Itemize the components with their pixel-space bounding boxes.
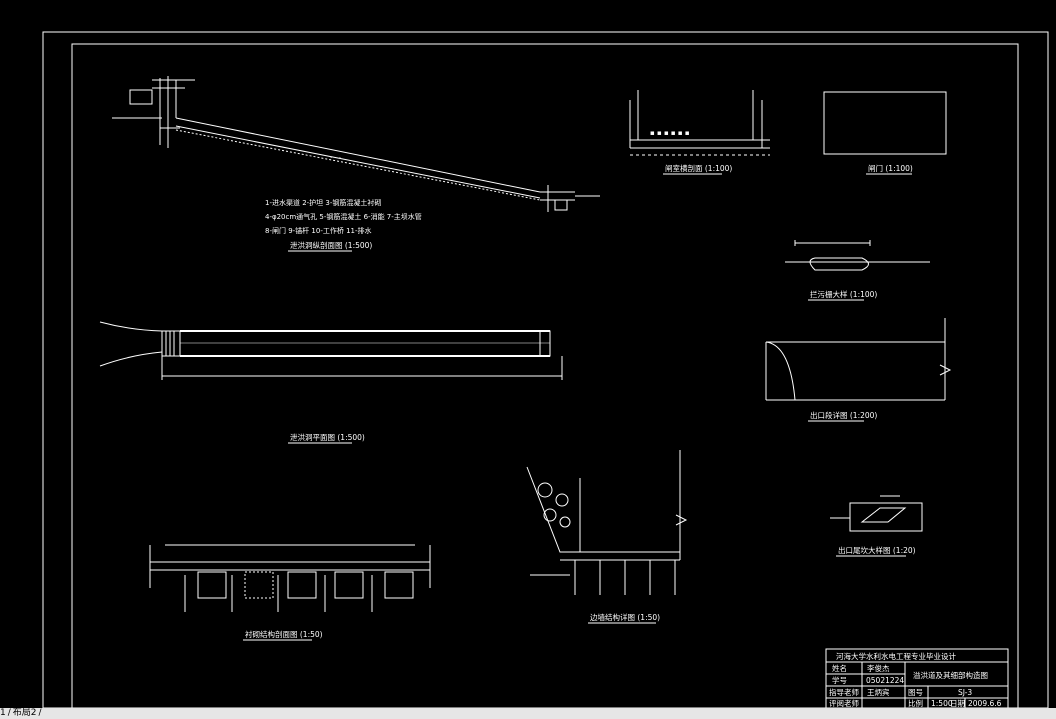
tb-name-value: 李俊杰	[867, 663, 890, 673]
svg-text:▪ ▪ ▪ ▪ ▪ ▪: ▪ ▪ ▪ ▪ ▪ ▪	[650, 129, 690, 137]
legend-line-3: 8-闸门 9-锚杆 10-工作桥 11-排水	[265, 226, 372, 235]
caption-section-b: 拦污栅大样 (1:100)	[810, 289, 877, 299]
caption-outlet: 出口段详图 (1:200)	[810, 410, 877, 420]
legend-line-2: 4-φ20cm通气孔 5-钢筋混凝土 6-消能 7-主坝水管	[265, 212, 422, 221]
gate-drawing	[823, 91, 947, 155]
tb-date-value: 2009.6.6	[968, 699, 1002, 708]
caption-section-a: 闸室横剖面 (1:100)	[665, 163, 732, 173]
tb-drawing-title: 溢洪道及其细部构造图	[913, 670, 988, 680]
tb-figno-value: SJ-3	[958, 688, 972, 697]
caption-gate: 闸门 (1:100)	[868, 164, 913, 173]
caption-lining: 衬砌结构剖面图 (1:50)	[245, 629, 323, 639]
tb-name-label: 姓名	[832, 663, 847, 673]
caption-profile: 泄洪洞纵剖面图 (1:500)	[290, 240, 372, 250]
tb-date-label: 日期	[950, 699, 965, 708]
tb-scale-label: 比例	[908, 698, 923, 708]
section-b-drawing	[785, 240, 930, 271]
caption-plan: 泄洪洞平面图 (1:500)	[290, 432, 365, 442]
tab-separator: /	[7, 708, 11, 718]
inner-border	[71, 43, 1019, 708]
tb-advisor-label: 指导老师	[829, 687, 859, 697]
tb-advisor-value: 王炳宾	[867, 687, 890, 697]
tb-reviewer-label: 评阅老师	[829, 698, 859, 708]
outlet-drawing	[765, 318, 952, 401]
tab-separator-end: /	[38, 708, 42, 718]
detail-small-drawing	[830, 495, 923, 532]
tab-layout-2[interactable]: 布局2	[12, 708, 37, 718]
profile-drawing: · · ·	[112, 76, 600, 212]
tb-scale-value: 1:500	[931, 699, 953, 708]
layout-tab-bar: 1/布局2/	[0, 708, 1056, 719]
title-block	[825, 648, 1009, 708]
tb-id-value: 05021224	[866, 676, 904, 685]
tb-figno-label: 图号	[908, 688, 923, 697]
section-a-drawing: ▪ ▪ ▪ ▪ ▪ ▪	[629, 90, 770, 156]
plan-drawing	[99, 321, 563, 380]
tab-layout-1[interactable]: 1	[0, 708, 6, 718]
tb-id-label: 学号	[832, 675, 847, 685]
outer-border	[42, 31, 1049, 708]
svg-text:· · ·: · · ·	[330, 154, 341, 162]
lining-drawing	[149, 544, 431, 612]
retaining-drawing	[526, 450, 688, 595]
legend-line-1: 1-进水渠道 2-护坦 3-钢筋混凝土衬砌	[265, 198, 381, 207]
tb-school: 河海大学水利水电工程专业毕业设计	[836, 651, 956, 661]
caption-retaining: 边墙结构详图 (1:50)	[590, 612, 660, 622]
caption-detail-small: 出口尾坎大样图 (1:20)	[838, 545, 916, 555]
